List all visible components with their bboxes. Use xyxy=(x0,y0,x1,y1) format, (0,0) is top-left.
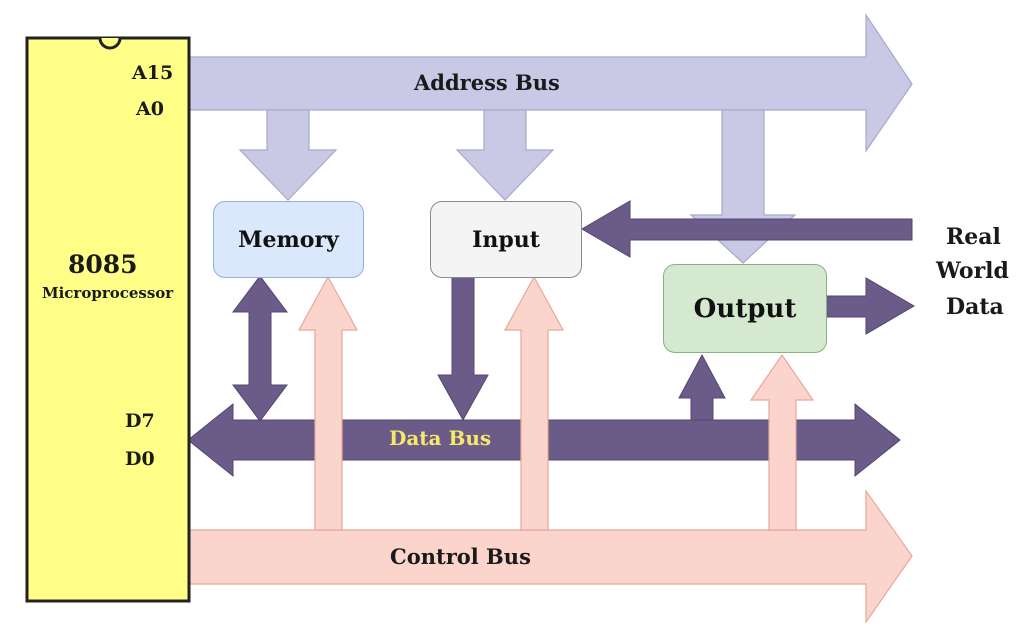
control-to-memory-arrow xyxy=(297,275,359,531)
cpu-subtitle: Microprocessor xyxy=(42,284,174,302)
address-to-input-arrow xyxy=(455,109,555,201)
data-to-output-arrow xyxy=(678,353,726,421)
data-bus-label: Data Bus xyxy=(389,426,492,450)
memory-block: Memory xyxy=(213,201,364,278)
pin-a15-label: A15 xyxy=(132,62,174,84)
control-bus-arrow xyxy=(187,489,913,624)
realworld-to-input-arrow xyxy=(581,200,913,258)
address-bus-label: Address Bus xyxy=(414,70,560,95)
pin-d0-label: D0 xyxy=(125,448,155,470)
realworld-line1: Real xyxy=(946,224,1001,250)
memory-label: Memory xyxy=(238,226,339,253)
input-label: Input xyxy=(472,226,540,253)
cpu-name: 8085 xyxy=(68,250,138,279)
input-to-data-arrow xyxy=(437,275,489,422)
memory-data-bidirectional-arrow xyxy=(232,275,288,422)
output-label: Output xyxy=(693,293,797,324)
pin-a0-label: A0 xyxy=(136,98,164,120)
output-block: Output xyxy=(663,264,827,353)
control-to-output-arrow xyxy=(749,353,815,531)
pin-d7-label: D7 xyxy=(125,410,155,432)
cpu-notch-icon xyxy=(98,37,122,50)
realworld-line2: World xyxy=(936,258,1009,284)
input-block: Input xyxy=(430,201,582,278)
realworld-line3: Data xyxy=(946,294,1004,320)
address-to-memory-arrow xyxy=(238,109,338,201)
control-to-input-arrow xyxy=(503,275,565,531)
cpu-chip xyxy=(25,36,191,603)
control-bus-label: Control Bus xyxy=(390,544,531,569)
output-to-realworld-arrow xyxy=(825,277,915,335)
